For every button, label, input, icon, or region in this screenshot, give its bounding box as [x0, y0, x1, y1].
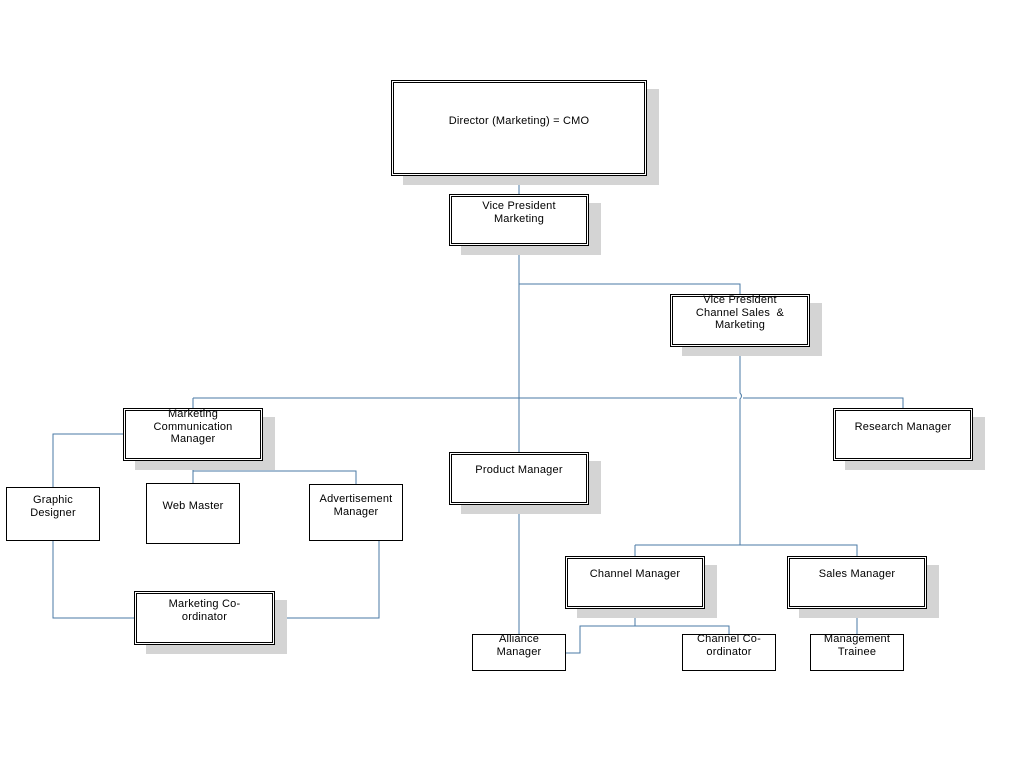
connector-marcom-graphic: [52, 433, 124, 487]
node-alliance-manager[interactable]: Alliance Manager: [472, 633, 566, 671]
node-web-master[interactable]: Web Master: [146, 483, 240, 544]
connector-graphic-coordinator: [52, 541, 135, 619]
node-director[interactable]: Director (Marketing) = CMO: [391, 80, 659, 185]
node-marcom-manager[interactable]: Marketing Communication Manager: [123, 408, 275, 470]
node-research-manager-label: Research Manager: [854, 421, 952, 433]
node-channel-manager-label: Channel Manager: [589, 568, 681, 580]
node-director-label: Director (Marketing) = CMO: [448, 114, 590, 127]
node-channel-coordinator[interactable]: Channel Co- ordinator: [682, 633, 776, 671]
connector-vp-channel: [519, 283, 741, 295]
node-advertisement-manager-label: Advertisement Manager: [319, 493, 393, 518]
node-graphic-designer[interactable]: Graphic Designer: [6, 487, 100, 541]
node-alliance-manager-label: Alliance Manager: [496, 633, 542, 658]
connector-channelmgr-children: [566, 609, 730, 654]
node-management-trainee-label: Management Trainee: [823, 633, 891, 658]
connector-channel-trunk: [739, 347, 742, 545]
node-product-manager-label: Product Manager: [475, 464, 563, 476]
node-marcom-manager-label: Marketing Communication Manager: [153, 408, 233, 445]
node-sales-manager[interactable]: Sales Manager: [787, 556, 939, 618]
connector-channel-sales: [634, 544, 858, 557]
node-vp-channel[interactable]: Vice President Channel Sales & Marketing: [670, 294, 822, 356]
node-vp-marketing-label: Vice President Marketing: [482, 200, 556, 225]
node-graphic-designer-label: Graphic Designer: [30, 494, 76, 519]
node-sales-manager-label: Sales Manager: [818, 568, 896, 580]
node-channel-manager[interactable]: Channel Manager: [565, 556, 717, 618]
connector-row-level3: [192, 397, 904, 409]
node-channel-coordinator-label: Channel Co- ordinator: [697, 633, 761, 658]
node-product-manager[interactable]: Product Manager: [449, 452, 601, 514]
connector-advert-coordinator: [274, 541, 380, 619]
node-research-manager[interactable]: Research Manager: [833, 408, 985, 470]
node-marketing-coordinator[interactable]: Marketing Co- ordinator: [134, 591, 287, 654]
node-marketing-coordinator-label: Marketing Co- ordinator: [168, 598, 241, 623]
node-advertisement-manager[interactable]: Advertisement Manager: [309, 484, 403, 541]
node-management-trainee[interactable]: Management Trainee: [810, 633, 904, 671]
node-vp-channel-label: Vice President Channel Sales & Marketing: [695, 294, 785, 331]
node-web-master-label: Web Master: [162, 500, 224, 512]
node-vp-marketing[interactable]: Vice President Marketing: [449, 194, 601, 255]
